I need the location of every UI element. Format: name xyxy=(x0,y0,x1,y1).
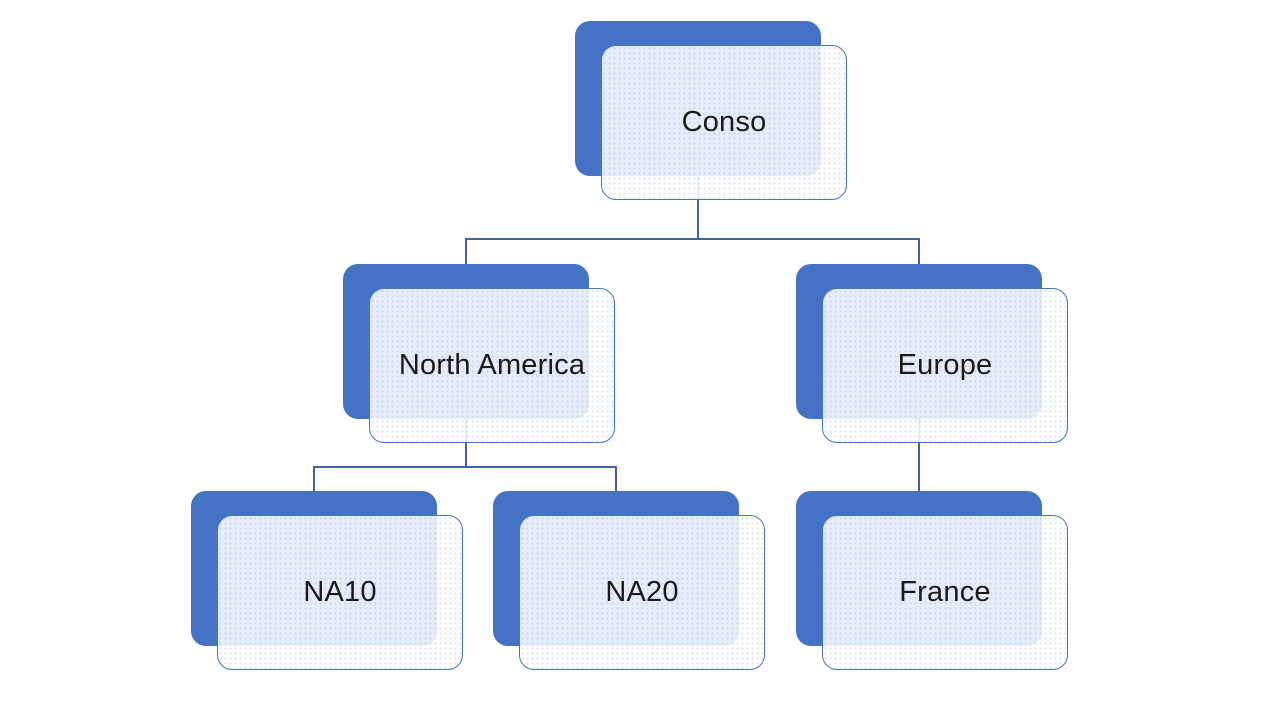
node-card: NA20 xyxy=(519,515,765,670)
org-node-na20[interactable]: NA20 xyxy=(493,491,765,670)
node-label: Conso xyxy=(681,106,767,138)
node-label: North America xyxy=(398,349,586,381)
org-node-conso[interactable]: Conso xyxy=(575,21,847,200)
node-card: North America xyxy=(369,288,615,443)
node-card: France xyxy=(822,515,1068,670)
node-label: Europe xyxy=(897,349,993,381)
org-node-north-america[interactable]: North America xyxy=(343,264,615,443)
node-card: NA10 xyxy=(217,515,463,670)
org-node-na10[interactable]: NA10 xyxy=(191,491,463,670)
node-card: Conso xyxy=(601,45,847,200)
connector-europe-france xyxy=(918,340,920,571)
connector-level2-bus xyxy=(314,466,617,468)
connector-level1-bus xyxy=(466,238,920,240)
node-label: NA10 xyxy=(303,576,377,608)
node-label: France xyxy=(899,576,991,608)
org-node-europe[interactable]: Europe xyxy=(796,264,1068,443)
node-card: Europe xyxy=(822,288,1068,443)
node-label: NA20 xyxy=(605,576,679,608)
org-node-france[interactable]: France xyxy=(796,491,1068,670)
